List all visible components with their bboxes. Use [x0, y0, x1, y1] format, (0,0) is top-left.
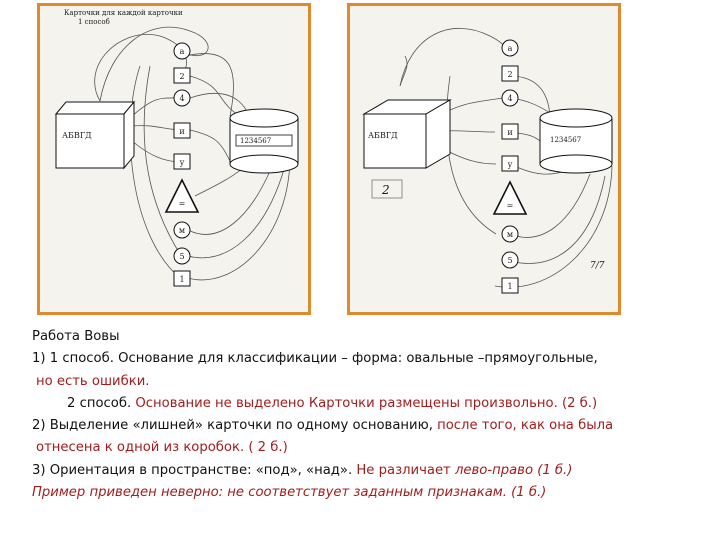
- evaluation-line-1: 1) 1 способ. Основание для классификации…: [32, 348, 712, 370]
- scan1-box: АБВГД: [54, 100, 136, 170]
- scan2-box: АБВГД: [362, 99, 452, 169]
- scan1-card-m-label: м: [179, 226, 185, 235]
- item-1-text: 1 способ. Основание для классификации – …: [49, 351, 598, 367]
- evaluation-text: Работа Вовы 1) 1 способ. Основание для к…: [32, 326, 712, 504]
- scan1-card-1-label: 1: [179, 275, 184, 284]
- scan2-card-i: [501, 123, 519, 140]
- scan1-card-5: [173, 247, 191, 265]
- scan1-cylinder: 1234567: [229, 108, 299, 174]
- scan1-card-2: [173, 67, 191, 84]
- evaluation-line-6: 3) Ориентация в пространстве: «под», «на…: [32, 460, 712, 482]
- scan1-card-triangle: [164, 178, 200, 213]
- scan1-card-4-label: 4: [179, 94, 184, 103]
- scan1-connection-lines: [94, 26, 291, 281]
- worksheet-drawing-1: Карточки для каждой карточки 1 способ А: [54, 9, 299, 287]
- evaluation-title: Работа Вовы: [32, 329, 120, 344]
- scan2-card-m: [501, 225, 519, 243]
- scan2-box-label: АБВГД: [368, 131, 398, 140]
- item-3-comment: Не различает: [356, 462, 451, 478]
- scan1-card-u: [173, 153, 191, 170]
- evaluation-line-5: отнесена к одной из коробок. ( 2 б.): [36, 440, 288, 456]
- scan2-card-4-label: 4: [507, 94, 512, 103]
- scan1-header-top: Карточки для каждой карточки: [64, 9, 183, 17]
- scan1-card-1: [173, 270, 191, 287]
- scan2-handwritten-digit: 2: [381, 183, 390, 197]
- scan1-header-sub: 1 способ: [78, 18, 110, 26]
- scan2-card-1: [501, 277, 519, 294]
- scan2-card-i-label: и: [507, 128, 512, 137]
- scan1-card-m: [173, 221, 191, 239]
- scan2-card-u: [501, 155, 519, 172]
- scan1-cylinder-label: 1234567: [240, 137, 271, 145]
- scan2-card-u-label: у: [508, 160, 513, 169]
- scan2-card-5: [501, 251, 519, 269]
- evaluation-line-3: 2 способ. Основание не выделено Карточки…: [32, 393, 712, 415]
- scan2-card-1-label: 1: [507, 282, 512, 291]
- evaluation-line-2: но есть ошибки.: [36, 373, 150, 389]
- scan2-card-2-label: 2: [507, 70, 512, 79]
- scan1-box-label: АБВГД: [62, 131, 92, 140]
- scan1-card-a: [173, 42, 191, 60]
- method-2-comment: Основание не выделено Карточки размещены…: [135, 395, 598, 411]
- item-3-text: 3) Ориентация в пространстве: «под», «на…: [32, 462, 353, 478]
- evaluation-line-4: 2) Выделение «лишней» карточки по одному…: [32, 415, 712, 437]
- scan1-card-triangle-label: =: [179, 199, 186, 208]
- scan2-corner-mark: 7/7: [590, 261, 605, 271]
- scan1-card-u-label: у: [180, 158, 185, 167]
- scan1-card-2-label: 2: [179, 72, 184, 81]
- scan2-card-2: [501, 65, 519, 82]
- item-2-comment: после того, как она была: [437, 418, 614, 434]
- scan1-card-a-label: а: [180, 47, 185, 56]
- scan2-card-a: [501, 39, 519, 57]
- worksheet-scan-1: Карточки для каждой карточки 1 способ А: [37, 3, 311, 315]
- scan2-card-triangle: [492, 180, 528, 215]
- evaluation-line-7: Пример приведен неверно: не соответствуе…: [32, 485, 547, 501]
- scan2-cylinder-label: 1234567: [550, 136, 581, 144]
- scan1-card-i-label: и: [179, 127, 184, 136]
- scan2-handwritten-mark: 2: [371, 179, 403, 199]
- scan1-card-4: [173, 89, 191, 107]
- scan1-card-i: [173, 122, 191, 139]
- item-1-number: 1): [32, 351, 46, 367]
- worksheet-scan-2: 2 7/7 АБВГД 1234567 а 2 4 и: [347, 3, 621, 315]
- scan2-card-m-label: м: [507, 230, 513, 239]
- method-2-label: 2 способ.: [67, 395, 132, 411]
- scan2-card-4: [501, 89, 519, 107]
- item-3-comment-italic: лево-право (1 б.): [454, 462, 573, 478]
- scan2-card-5-label: 5: [507, 256, 512, 265]
- scan2-card-a-label: а: [508, 44, 513, 53]
- scan1-card-5-label: 5: [179, 252, 184, 261]
- scan2-cylinder: 1234567: [539, 108, 613, 174]
- item-2-text: 2) Выделение «лишней» карточки по одному…: [32, 418, 433, 434]
- worksheet-drawing-2: 2 7/7 АБВГД 1234567 а 2 4 и: [362, 27, 613, 294]
- scan2-card-triangle-label: =: [507, 201, 514, 210]
